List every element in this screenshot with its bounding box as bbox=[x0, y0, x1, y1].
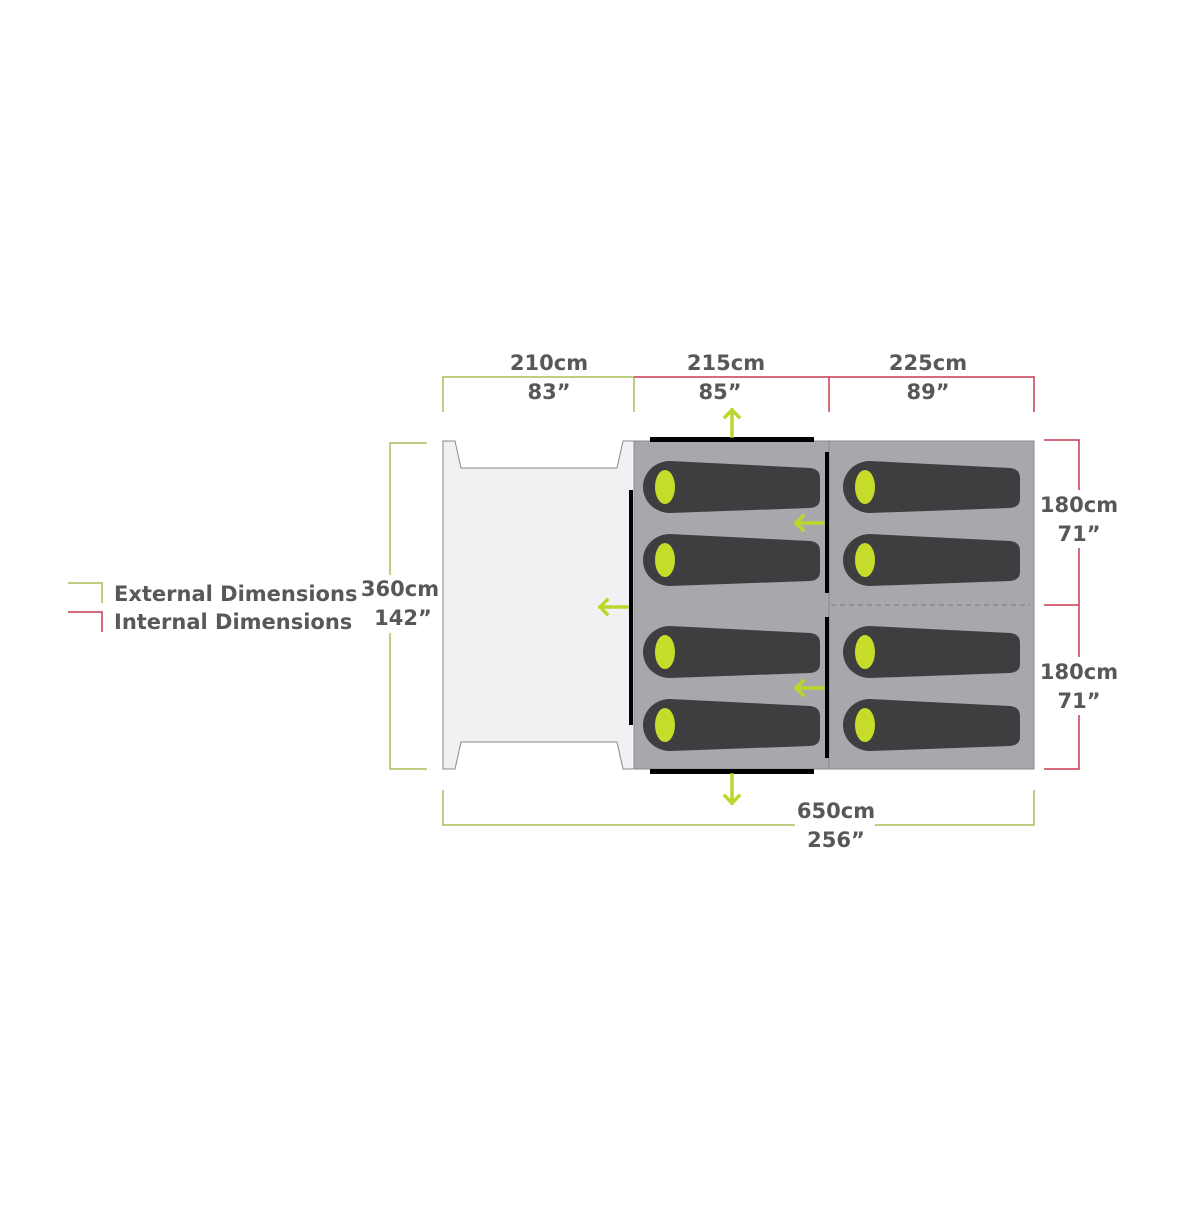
total-width-in: 142” bbox=[374, 606, 432, 630]
room1-length-in: 85” bbox=[698, 380, 741, 404]
arrow-left-icon bbox=[793, 513, 825, 533]
sleeping-bag bbox=[843, 626, 1020, 678]
legend-internal-swatch bbox=[68, 611, 103, 632]
bedroom-bottom-width-cm: 180cm bbox=[1040, 660, 1118, 684]
door-bottom bbox=[650, 769, 814, 774]
dim-line-total-length bbox=[442, 790, 1035, 826]
dim-line-porch bbox=[442, 376, 635, 412]
door-inner-top bbox=[825, 452, 829, 593]
porch-length-in: 83” bbox=[527, 380, 570, 404]
bedroom-top-width-cm: 180cm bbox=[1040, 493, 1118, 517]
sleeping-bags bbox=[643, 461, 1020, 751]
room2-length-cm: 225cm bbox=[889, 351, 967, 375]
sleeper-head bbox=[655, 543, 675, 577]
bedroom-top-width-in: 71” bbox=[1057, 522, 1100, 546]
arrow-up-icon bbox=[722, 407, 742, 438]
arrow-down-icon bbox=[722, 773, 742, 806]
sleeping-bag bbox=[643, 626, 820, 678]
room1-length-cm: 215cm bbox=[687, 351, 765, 375]
arrow-left-icon bbox=[793, 678, 825, 698]
porch-length-cm: 210cm bbox=[510, 351, 588, 375]
porch-area bbox=[442, 440, 635, 770]
room2-length-in: 89” bbox=[906, 380, 949, 404]
legend-external-swatch bbox=[68, 582, 103, 603]
legend-internal-label: Internal Dimensions bbox=[114, 610, 352, 634]
door-porch bbox=[629, 490, 633, 725]
bedroom-bottom-width-in: 71” bbox=[1057, 689, 1100, 713]
sleeping-bag bbox=[643, 461, 820, 513]
sleeper-head bbox=[855, 635, 875, 669]
sleeper-head bbox=[855, 543, 875, 577]
door-top bbox=[650, 437, 814, 442]
dim-line-inner-top bbox=[634, 376, 1035, 412]
sleeping-bag bbox=[843, 699, 1020, 751]
sleeping-bag bbox=[643, 534, 820, 586]
total-length-cm: 650cm bbox=[797, 799, 875, 823]
sleeper-head bbox=[855, 708, 875, 742]
total-length-in: 256” bbox=[807, 828, 865, 852]
sleeping-bag bbox=[843, 534, 1020, 586]
sleeper-head bbox=[655, 470, 675, 504]
door-inner-bottom bbox=[825, 617, 829, 758]
sleeper-head bbox=[655, 708, 675, 742]
total-width-cm: 360cm bbox=[361, 577, 439, 601]
sleeping-bag bbox=[843, 461, 1020, 513]
arrow-left-icon bbox=[597, 597, 629, 617]
legend: External Dimensions Internal Dimensions bbox=[68, 582, 357, 634]
sleeping-bag bbox=[643, 699, 820, 751]
sleeper-head bbox=[855, 470, 875, 504]
legend-external-label: External Dimensions bbox=[114, 582, 357, 606]
sleeper-head bbox=[655, 635, 675, 669]
